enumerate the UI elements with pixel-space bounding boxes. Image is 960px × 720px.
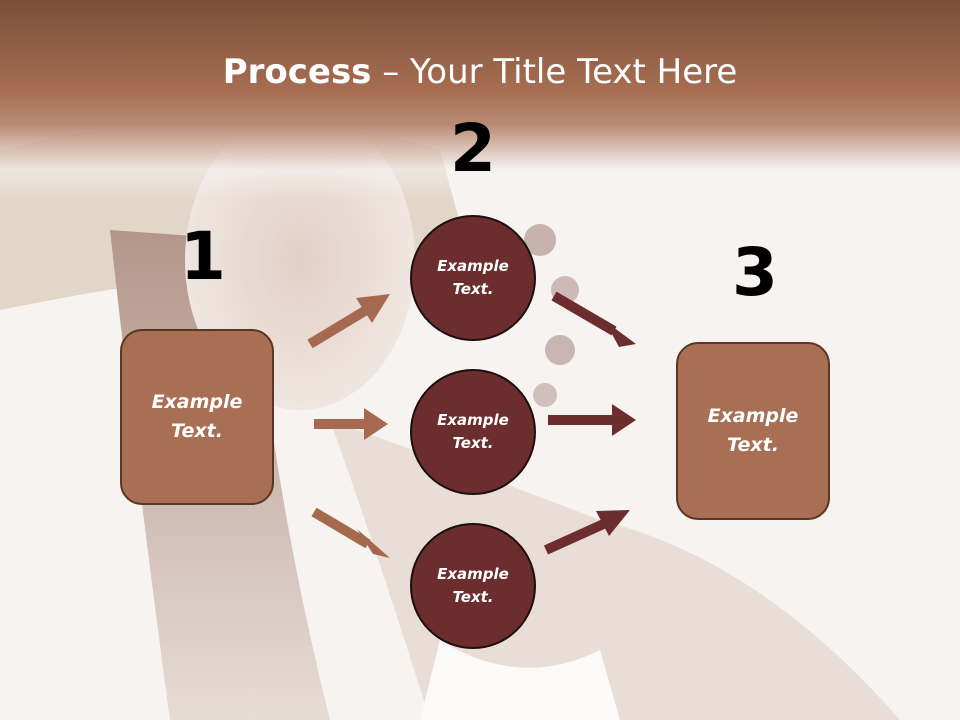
step-number-2: 2 <box>450 110 496 187</box>
step-circle-middle-text: Example Text. <box>437 411 509 452</box>
right-step-box-text: Example Text. <box>707 405 799 456</box>
step-circle-bottom-text: Example Text. <box>437 565 509 606</box>
step-circle-top-text: Example Text. <box>437 257 509 298</box>
step-circle-bottom: Example Text. <box>410 523 536 649</box>
slide-title: Process – Your Title Text Here <box>0 52 960 92</box>
step-circle-middle: Example Text. <box>410 369 536 495</box>
slide-title-rest: – Your Title Text Here <box>371 52 738 92</box>
title-band <box>0 0 960 200</box>
step-number-1: 1 <box>180 218 226 295</box>
step-number-3: 3 <box>732 234 778 311</box>
step-circle-top: Example Text. <box>410 215 536 341</box>
right-step-box: Example Text. <box>676 342 830 520</box>
left-step-box: Example Text. <box>120 329 274 505</box>
slide-title-bold: Process <box>222 52 372 92</box>
left-step-box-text: Example Text. <box>151 391 243 442</box>
